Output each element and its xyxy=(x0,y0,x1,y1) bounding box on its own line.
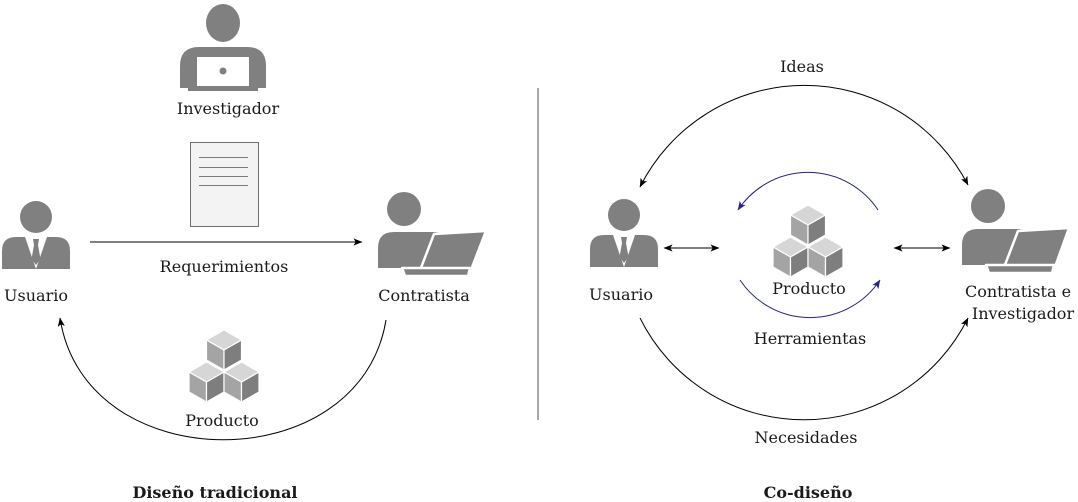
user-tie-icon xyxy=(2,201,70,269)
document-page xyxy=(190,142,259,227)
contractor-head xyxy=(387,192,421,226)
user-head xyxy=(608,199,640,231)
necesidades-arc-arrow xyxy=(639,317,969,421)
herramientas-cycle-arrow-bottom xyxy=(739,279,881,319)
requerimientos-label: Requerimientos xyxy=(160,257,289,276)
contratista-label-line2: Investigador xyxy=(972,304,1075,323)
herramientas-cycle-arrow-top xyxy=(737,171,879,211)
laptop-screen xyxy=(417,229,488,275)
ideas-arc-arrow xyxy=(639,84,969,188)
investigador-label: Investigador xyxy=(177,99,280,118)
cube-face xyxy=(824,246,844,278)
left-panel-title: Diseño tradicional xyxy=(132,483,297,502)
producto-label: Producto xyxy=(772,279,846,298)
producto-label: Producto xyxy=(185,411,259,430)
cube-face xyxy=(240,371,260,403)
laptop-base xyxy=(188,88,258,91)
researcher-head xyxy=(206,4,240,42)
person-laptop-icon xyxy=(378,192,488,278)
laptop-base xyxy=(984,263,1056,275)
left-panel: Investigador Usuario Requerimientos Co xyxy=(2,4,488,502)
user-tie-icon xyxy=(590,199,658,267)
cubes-icon xyxy=(188,329,260,403)
researcher-laptop-icon xyxy=(180,4,266,91)
cube-face xyxy=(807,214,827,246)
cube-face xyxy=(223,339,243,371)
document-icon xyxy=(190,142,259,227)
ideas-label: Ideas xyxy=(780,57,824,76)
user-tie xyxy=(619,237,629,263)
producto-return-arrow xyxy=(57,317,387,441)
herramientas-label: Herramientas xyxy=(754,329,867,348)
laptop-logo xyxy=(219,67,227,75)
cubes-icon xyxy=(772,204,844,278)
necesidades-label: Necesidades xyxy=(755,428,858,447)
user-tie xyxy=(31,239,41,265)
contratista-label: Contratista xyxy=(378,286,470,305)
laptop-screen xyxy=(1001,226,1071,272)
right-panel-title: Co-diseño xyxy=(764,483,853,502)
user-head xyxy=(20,201,52,233)
person-laptop-icon xyxy=(962,189,1071,275)
right-panel: Ideas Usuario Producto Herramient xyxy=(589,57,1074,502)
usuario-label: Usuario xyxy=(589,285,653,304)
contratista-label-line1: Contratista e xyxy=(965,282,1071,301)
contractor-head xyxy=(971,189,1005,223)
usuario-label: Usuario xyxy=(4,286,68,305)
laptop-base xyxy=(400,266,472,278)
